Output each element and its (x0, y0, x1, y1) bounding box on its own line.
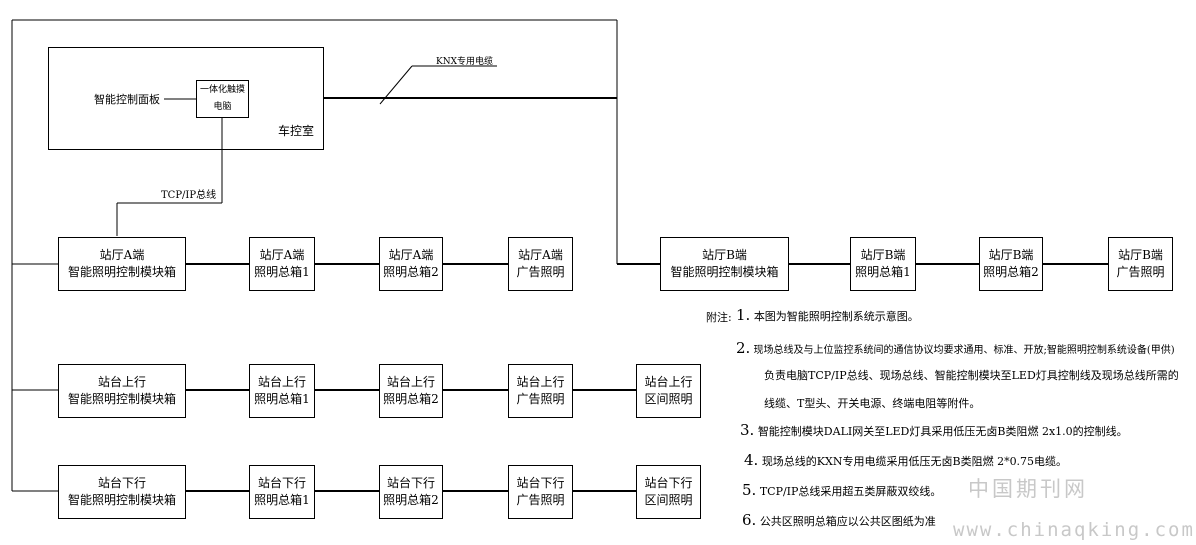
box-line2: 智能照明控制模块箱 (67, 493, 176, 507)
hall-b-ad-lighting-box: 站厅B端 广告照明 (1108, 237, 1173, 291)
box-line1: 站厅B端 (988, 248, 1034, 262)
note-6: 6. 公共区照明总箱应以公共区图纸为准 (742, 511, 936, 529)
hall-b-lighting-box-2: 站厅B端 照明总箱2 (979, 237, 1043, 291)
watermark-cn: 中国期刊网 (968, 477, 1088, 501)
box-line2: 区间照明 (644, 392, 693, 406)
box-line2: 照明总箱2 (383, 392, 439, 406)
box-line2: 智能照明控制模块箱 (670, 265, 779, 279)
box-line2: 区间照明 (644, 493, 693, 507)
box-line2: 广告照明 (516, 392, 565, 406)
note-2-line-3: 线缆、T型头、开关电源、终端电阻等附件。 (764, 397, 981, 410)
box-line2: 照明总箱1 (254, 493, 310, 507)
box-line2: 广告照明 (516, 493, 565, 507)
platform-up-lighting-box-1: 站台上行 照明总箱1 (249, 364, 315, 418)
box-line1: 站厅A端 (388, 248, 434, 262)
hall-b-module-box: 站厅B端 智能照明控制模块箱 (660, 237, 789, 291)
box-line1: 站台下行 (516, 476, 565, 490)
box-line1: 站台上行 (386, 375, 435, 389)
box-line1: 站厅B端 (702, 248, 747, 262)
box-line1: 站厅A端 (259, 248, 305, 262)
note-line: 智能控制模块DALI网关至LED灯具采用低压无卤B类阻燃 2x1.0的控制线。 (757, 425, 1128, 438)
hall-a-lighting-box-1: 站厅A端 照明总箱1 (249, 237, 315, 291)
notes-prefix: 附注: (706, 311, 732, 324)
control-panel-label: 智能控制面板 (94, 92, 160, 106)
note-number: 2. (736, 339, 751, 357)
box-line2: 广告照明 (516, 265, 565, 279)
note-line: 现场总线及与上位监控系统间的通信协议均要求通用、标准、开放;智能照明控制系统设备… (753, 345, 1175, 356)
hall-a-ad-lighting-box: 站厅A端 广告照明 (508, 237, 573, 291)
box-line1: 站台上行 (516, 375, 565, 389)
note-2: 2. 现场总线及与上位监控系统间的通信协议均要求通用、标准、开放;智能照明控制系… (736, 339, 1175, 357)
note-4: 4. 现场总线的KXN专用电缆采用低压无卤B类阻燃 2*0.75电缆。 (744, 451, 1067, 469)
platform-down-ad-lighting-box: 站台下行 广告照明 (508, 465, 573, 519)
control-room-box (48, 47, 324, 150)
platform-down-module-box: 站台下行 智能照明控制模块箱 (58, 465, 186, 519)
note-2-line-2: 负责电脑TCP/IP总线、现场总线、智能控制模块至LED灯具控制线及现场总线所需… (764, 369, 1179, 382)
box-line1: 站台下行 (97, 476, 146, 490)
note-line: 公共区照明总箱应以公共区图纸为准 (759, 515, 936, 528)
box-line1: 站台下行 (257, 476, 306, 490)
hall-a-module-box: 站厅A端 智能照明控制模块箱 (58, 237, 186, 291)
knx-leader-line (379, 65, 413, 105)
box-line2: 照明总箱2 (383, 493, 439, 507)
note-number: 4. (744, 451, 759, 469)
control-room-label: 车控室 (278, 124, 315, 138)
control-panel-box: 智能控制面板 (90, 89, 164, 109)
note-5: 5. TCP/IP总线采用超五类屏蔽双绞线。 (742, 481, 941, 499)
note-3: 3. 智能控制模块DALI网关至LED灯具采用低压无卤B类阻燃 2x1.0的控制… (740, 421, 1128, 439)
box-line2: 照明总箱1 (855, 265, 911, 279)
note-line: TCP/IP总线采用超五类屏蔽双绞线。 (759, 485, 942, 498)
platform-up-lighting-box-2: 站台上行 照明总箱2 (379, 364, 443, 418)
box-line2: 照明总箱1 (254, 265, 310, 279)
tcpip-bus-label: TCP/IP总线 (161, 190, 217, 201)
box-line1: 站厅A端 (518, 248, 563, 262)
note-number: 1. (736, 306, 751, 324)
platform-up-section-lighting-box: 站台上行 区间照明 (636, 364, 701, 418)
note-line: 现场总线的KXN专用电缆采用低压无卤B类阻燃 2*0.75电缆。 (761, 455, 1068, 468)
touch-computer-box: 一体化触摸电脑 (196, 80, 249, 118)
box-line1: 站厅B端 (1118, 248, 1163, 262)
box-line1: 站台上行 (257, 375, 306, 389)
touch-computer-label: 一体化触摸电脑 (199, 85, 245, 112)
box-line2: 智能照明控制模块箱 (67, 265, 176, 279)
platform-up-module-box: 站台上行 智能照明控制模块箱 (58, 364, 186, 418)
note-line: 本图为智能照明控制系统示意图。 (753, 310, 919, 323)
box-line2: 照明总箱2 (983, 265, 1039, 279)
note-number: 3. (740, 421, 755, 439)
platform-up-ad-lighting-box: 站台上行 广告照明 (508, 364, 573, 418)
note-number: 6. (742, 511, 757, 529)
box-line1: 站台下行 (386, 476, 435, 490)
note-number: 5. (742, 481, 757, 499)
box-line2: 广告照明 (1116, 265, 1165, 279)
platform-down-lighting-box-2: 站台下行 照明总箱2 (379, 465, 443, 519)
hall-a-lighting-box-2: 站厅A端 照明总箱2 (379, 237, 443, 291)
box-line1: 站台下行 (644, 476, 693, 490)
box-line1: 站厅B端 (860, 248, 906, 262)
box-line2: 照明总箱1 (254, 392, 310, 406)
box-line1: 站台上行 (97, 375, 146, 389)
watermark-url: www.chinaqking.com (953, 519, 1195, 541)
box-line1: 站台上行 (644, 375, 693, 389)
platform-down-section-lighting-box: 站台下行 区间照明 (636, 465, 701, 519)
box-line2: 智能照明控制模块箱 (67, 392, 176, 406)
knx-cable-label: KNX专用电缆 (436, 57, 494, 67)
platform-down-lighting-box-1: 站台下行 照明总箱1 (249, 465, 315, 519)
box-line2: 照明总箱2 (383, 265, 439, 279)
box-line1: 站厅A端 (99, 248, 145, 262)
hall-b-lighting-box-1: 站厅B端 照明总箱1 (850, 237, 916, 291)
note-1: 1. 本图为智能照明控制系统示意图。 (736, 306, 919, 324)
